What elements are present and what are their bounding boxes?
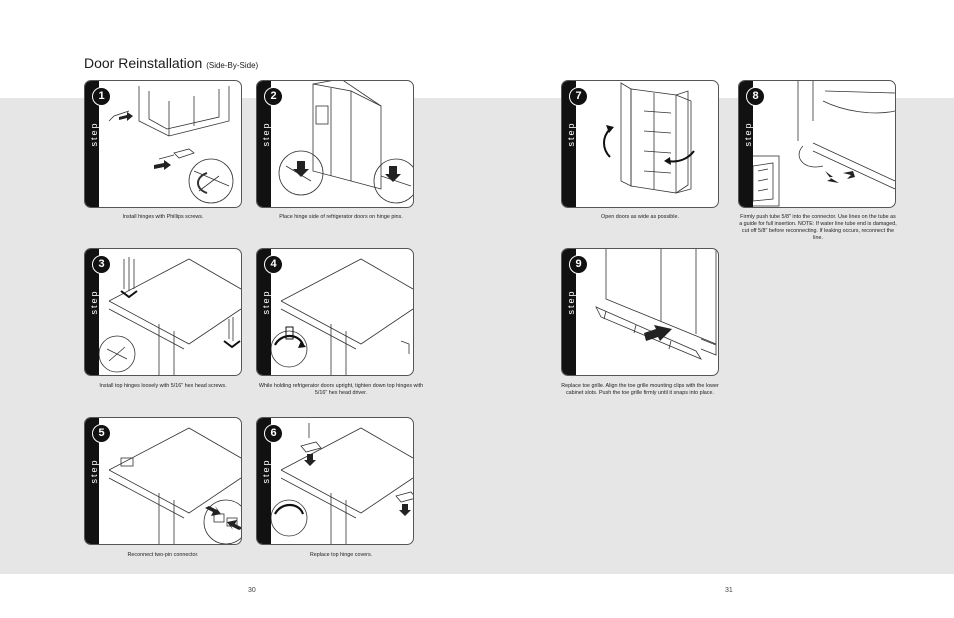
step-8-panel: 8 step xyxy=(738,80,896,208)
step-strip xyxy=(257,249,271,375)
step-label: step xyxy=(566,289,576,315)
step-number-badge: 6 xyxy=(264,424,283,443)
step-number-badge: 2 xyxy=(264,87,283,106)
step-label: step xyxy=(89,121,99,147)
step-strip xyxy=(85,418,99,544)
step-9-caption: Replace toe grille. Align the toe grille… xyxy=(561,383,719,396)
step-label: step xyxy=(89,458,99,484)
step-1-caption: Install hinges with Phillips screws. xyxy=(122,214,204,220)
step-strip xyxy=(562,249,576,375)
step-number-badge: 4 xyxy=(264,255,283,274)
step-4-panel: 4 step xyxy=(256,248,414,376)
step-2-caption: Place hinge side of refrigerator doors o… xyxy=(279,214,403,220)
page-number-right: 31 xyxy=(725,587,733,594)
step-label: step xyxy=(261,121,271,147)
step-1-panel: 1 step xyxy=(84,80,242,208)
step-6-panel: 6 step xyxy=(256,417,414,545)
step-6-caption: Replace top hinge covers. xyxy=(309,552,373,558)
page-title: Door Reinstallation (Side-By-Side) xyxy=(84,55,258,71)
step-3-panel: 3 step xyxy=(84,248,242,376)
step-number-badge: 7 xyxy=(569,87,588,106)
hinge-install-illustration xyxy=(108,86,234,204)
step-number-badge: 1 xyxy=(92,87,111,106)
step-7-panel: 7 step xyxy=(561,80,719,208)
step-number-badge: 3 xyxy=(92,255,111,274)
step-2-panel: 2 step xyxy=(256,80,414,208)
title-text: Door Reinstallation xyxy=(84,55,203,71)
step-strip xyxy=(85,249,99,375)
step-strip xyxy=(739,81,753,207)
step-7-caption: Open doors as wide as possible. xyxy=(601,214,679,220)
two-pin-connector-illustration xyxy=(108,427,241,544)
step-label: step xyxy=(743,121,753,147)
step-label: step xyxy=(261,289,271,315)
title-subtitle: (Side-By-Side) xyxy=(206,61,259,70)
step-strip xyxy=(257,81,271,207)
water-line-illustration xyxy=(753,81,895,207)
step-9-panel: 9 step xyxy=(561,248,719,376)
step-4-caption: While holding refrigerator doors upright… xyxy=(258,383,424,396)
step-label: step xyxy=(566,121,576,147)
refrigerator-doors-illustration xyxy=(278,81,413,204)
step-label: step xyxy=(89,289,99,315)
tighten-hinges-illustration xyxy=(271,258,413,375)
step-number-badge: 9 xyxy=(569,255,588,274)
step-number-badge: 8 xyxy=(746,87,765,106)
step-3-caption: Install top hinges loosely with 5/16" he… xyxy=(99,383,227,389)
step-strip xyxy=(257,418,271,544)
toe-grille-illustration xyxy=(595,249,717,360)
top-hinge-screws-illustration xyxy=(99,257,241,375)
step-strip xyxy=(85,81,99,207)
step-strip xyxy=(562,81,576,207)
page-number-left: 30 xyxy=(248,587,256,594)
step-number-badge: 5 xyxy=(92,424,111,443)
open-doors-illustration xyxy=(603,82,695,194)
step-8-caption: Firmly push tube 5/8" into the connector… xyxy=(739,214,897,241)
hinge-covers-illustration xyxy=(271,423,413,544)
step-label: step xyxy=(261,458,271,484)
step-5-panel: 5 step xyxy=(84,417,242,545)
step-5-caption: Reconnect two-pin connector. xyxy=(127,552,199,558)
